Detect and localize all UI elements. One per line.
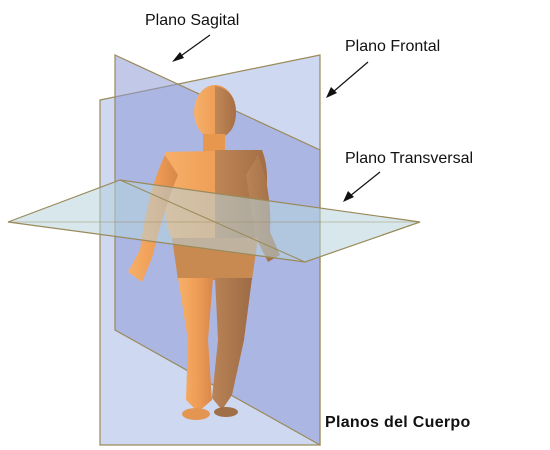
arrow-transversal (343, 172, 380, 202)
figure-foot-left (182, 408, 210, 420)
label-plano-transversal: Plano Transversal (345, 150, 473, 168)
arrow-sagital (172, 35, 210, 62)
arrow-frontal (326, 62, 368, 98)
label-plano-frontal: Plano Frontal (345, 38, 440, 56)
diagram-title: Planos del Cuerpo (325, 414, 471, 432)
figure-neck (203, 134, 225, 152)
figure-foot-right (214, 407, 238, 417)
label-plano-sagital: Plano Sagital (145, 12, 239, 30)
